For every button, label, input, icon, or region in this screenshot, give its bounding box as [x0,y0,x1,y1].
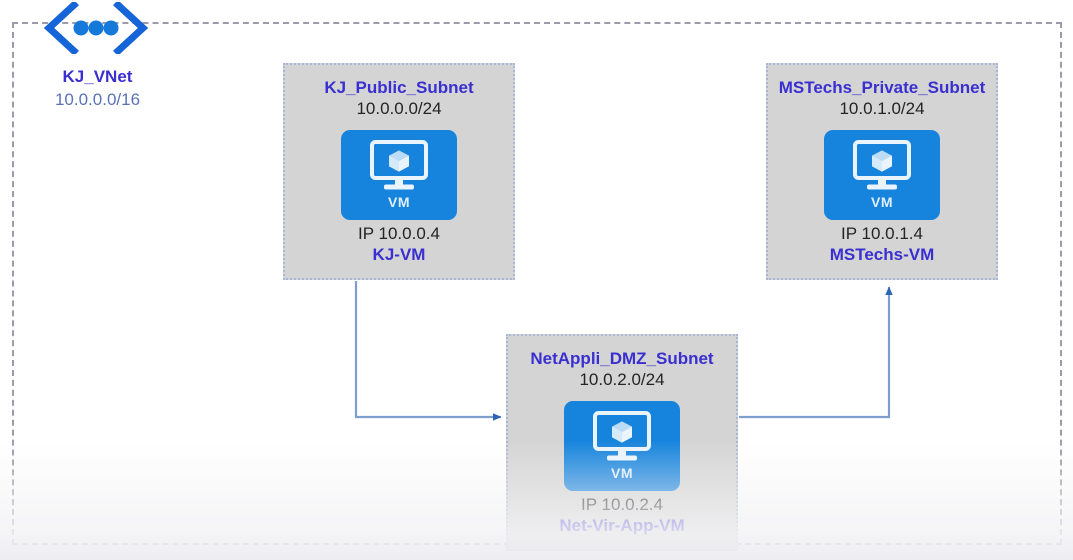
subnet-public-cidr: 10.0.0.0/24 [356,99,442,118]
vm-block-private: VM IP 10.0.1.4 MSTechs-VM [768,130,996,265]
vm-name-private: MSTechs-VM [829,245,935,264]
monitor-cube-glyph [853,140,911,190]
vnet-icon [41,0,151,56]
subnet-dmz[interactable]: NetAppli_DMZ_Subnet 10.0.2.0/24 VM IP 10… [506,334,738,551]
vm-icon-caption: VM [388,194,410,210]
subnet-public-name: KJ_Public_Subnet [324,78,474,97]
virtual-machine-icon[interactable]: VM [341,130,457,220]
subnet-private[interactable]: MSTechs_Private_Subnet 10.0.1.0/24 VM IP… [766,63,998,280]
vm-block-dmz: VM IP 10.0.2.4 Net-Vir-App-VM [508,401,736,536]
vm-block-public: VM IP 10.0.0.4 KJ-VM [285,130,513,265]
subnet-public[interactable]: KJ_Public_Subnet 10.0.0.0/24 VM IP 10.0.… [283,63,515,280]
virtual-machine-icon[interactable]: VM [564,401,680,491]
monitor-cube-glyph [593,411,651,461]
subnet-private-name: MSTechs_Private_Subnet [778,78,986,97]
vm-icon-caption: VM [611,465,633,481]
vnet-label-group: KJ_VNet 10.0.0.0/16 [20,66,175,112]
monitor-cube-glyph [370,140,428,190]
vm-ip-dmz: IP 10.0.2.4 [581,495,663,514]
vm-ip-private: IP 10.0.1.4 [841,224,923,243]
vm-icon-caption: VM [871,194,893,210]
vm-name-dmz: Net-Vir-App-VM [559,516,685,535]
vm-ip-public: IP 10.0.0.4 [358,224,440,243]
subnet-dmz-cidr: 10.0.2.0/24 [579,370,665,389]
subnet-dmz-name: NetAppli_DMZ_Subnet [530,349,714,368]
virtual-machine-icon[interactable]: VM [824,130,940,220]
vm-name-public: KJ-VM [372,245,426,264]
subnet-private-cidr: 10.0.1.0/24 [839,99,925,118]
vnet-cidr: 10.0.0.0/16 [54,90,141,109]
vnet-name: KJ_VNet [62,67,133,86]
